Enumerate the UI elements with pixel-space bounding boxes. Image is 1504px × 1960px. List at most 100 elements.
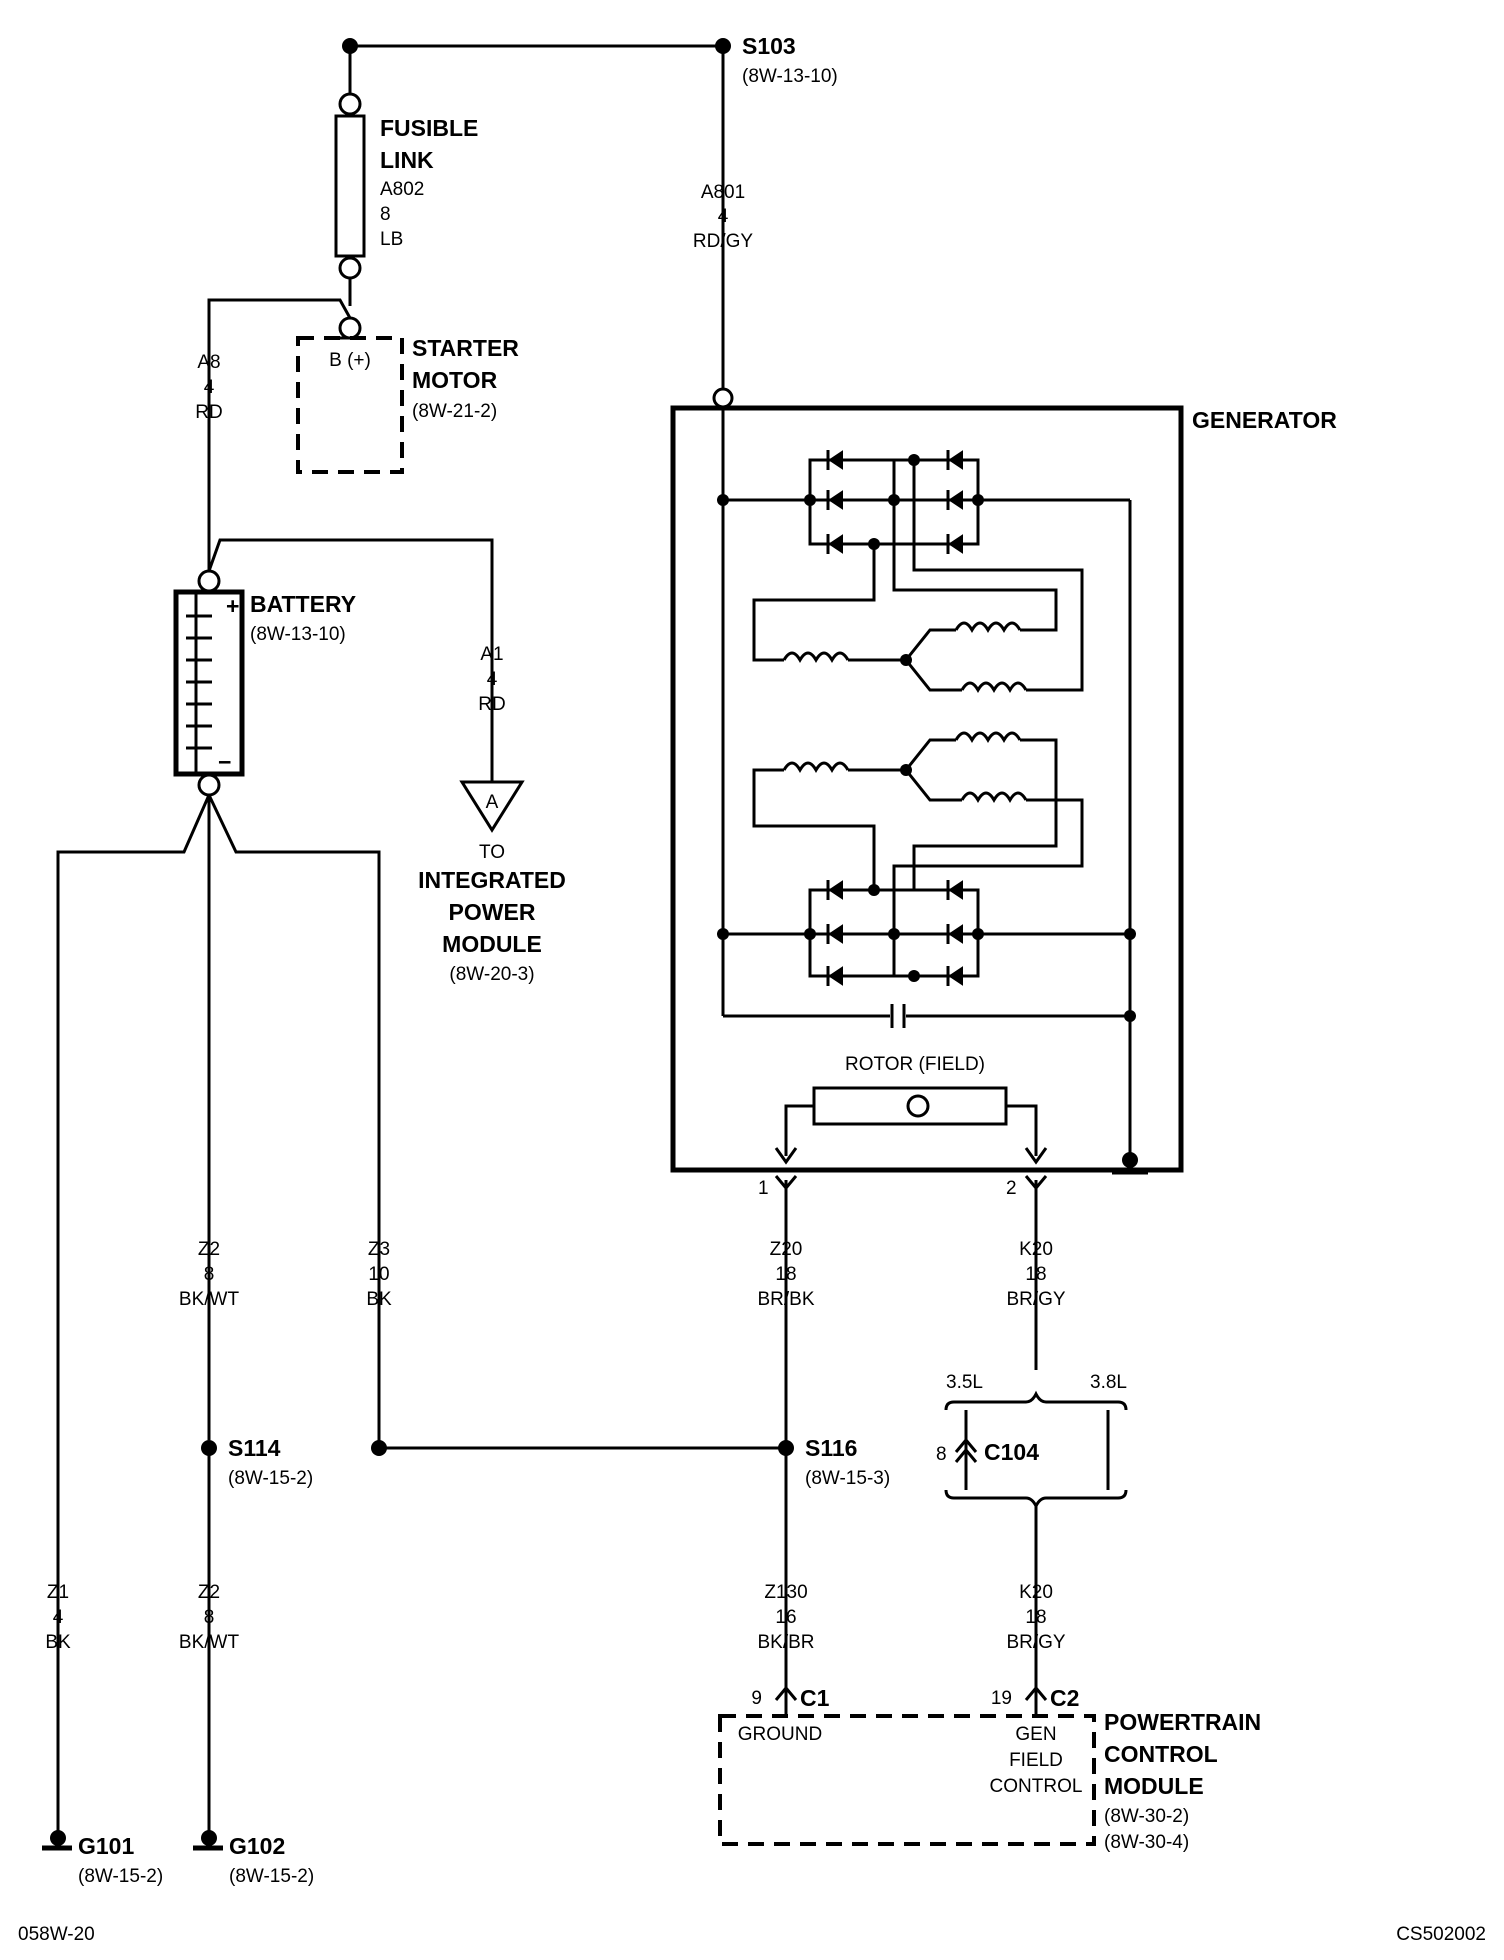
z2-bottom-color: BK/WT: [179, 1632, 240, 1653]
generator-internals: [717, 408, 1148, 1175]
pcm-c2-pin: 19: [991, 1688, 1012, 1709]
battery-plus: +: [226, 593, 239, 619]
c104-pin: 8: [936, 1444, 947, 1465]
s116-name: S116: [805, 1435, 857, 1461]
k20-top-gauge: 18: [1025, 1264, 1046, 1285]
starter-terminal: B (+): [329, 350, 371, 371]
pcm-ref1: (8W-30-2): [1104, 1806, 1189, 1827]
z2-top-color: BK/WT: [179, 1289, 240, 1310]
s116-ref: (8W-15-3): [805, 1468, 890, 1489]
k20-top-circuit: K20: [1019, 1239, 1053, 1260]
battery-minus: −: [218, 749, 231, 775]
fusible-link-circuit: A802: [380, 179, 424, 200]
generator-b-terminal: [712, 387, 734, 409]
z1-color: BK: [45, 1632, 71, 1653]
a1-wire: [207, 538, 494, 782]
c104-left-variant: 3.5L: [946, 1372, 983, 1393]
ipm-connector: A: [486, 792, 499, 813]
fusible-link-gauge: 8: [380, 204, 391, 225]
s103-ref: (8W-13-10): [742, 66, 838, 87]
starter-motor: [296, 336, 404, 474]
ipm-ref: (8W-20-3): [449, 964, 534, 985]
ipm-line4: MODULE: [442, 931, 542, 957]
g102-ref: (8W-15-2): [229, 1866, 314, 1887]
battery-ref: (8W-13-10): [250, 624, 346, 645]
ipm-line2: INTEGRATED: [418, 867, 566, 893]
generator-box: [670, 405, 1184, 1173]
pcm-c1-pin: 9: [751, 1688, 762, 1709]
z1-circuit: Z1: [47, 1582, 69, 1603]
a801-gauge: 4: [718, 206, 729, 227]
a801-color: RD/GY: [693, 231, 754, 252]
z3-gauge: 10: [368, 1264, 389, 1285]
pcm-c2: C2: [1050, 1685, 1079, 1711]
fusible-link-title2: LINK: [380, 147, 434, 173]
fusible-link-title1: FUSIBLE: [380, 115, 478, 141]
generator-pin2: 2: [1006, 1178, 1017, 1199]
z20-circuit: Z20: [770, 1239, 803, 1260]
a1-circuit: A1: [480, 644, 503, 665]
pcm-title1: POWERTRAIN: [1104, 1709, 1261, 1735]
z2-top-gauge: 8: [204, 1264, 215, 1285]
k20-bottom-gauge: 18: [1025, 1607, 1046, 1628]
generator-pin-connectors: [774, 1175, 1048, 1370]
starter-ref: (8W-21-2): [412, 401, 497, 422]
rotor-label: ROTOR (FIELD): [845, 1054, 985, 1075]
a1-gauge: 4: [487, 669, 498, 690]
footer-left: 058W-20: [18, 1924, 95, 1945]
starter-title1: STARTER: [412, 335, 519, 361]
z20-color: BR/BK: [757, 1289, 814, 1310]
pcm-c2-label3: CONTROL: [990, 1776, 1083, 1797]
z130-gauge: 16: [775, 1607, 796, 1628]
s103-name: S103: [742, 33, 796, 59]
g101-ground-symbol: [42, 1830, 72, 1851]
g102-name: G102: [229, 1833, 285, 1859]
k20-bottom-circuit: K20: [1019, 1582, 1053, 1603]
z2-bottom-gauge: 8: [204, 1607, 215, 1628]
ipm-line1: TO: [479, 842, 505, 863]
pcm-c1-label: GROUND: [738, 1724, 822, 1745]
z20-gauge: 18: [775, 1264, 796, 1285]
z3-color: BK: [366, 1289, 392, 1310]
a8-gauge: 4: [204, 377, 215, 398]
a8-circuit: A8: [197, 352, 220, 373]
pcm-c2-label2: FIELD: [1009, 1750, 1063, 1771]
k20-top-color: BR/GY: [1006, 1289, 1065, 1310]
g102-ground-symbol: [193, 1830, 223, 1851]
pcm-title2: CONTROL: [1104, 1741, 1218, 1767]
g101-name: G101: [78, 1833, 134, 1859]
a8-color: RD: [195, 402, 222, 423]
fusible-link-color: LB: [380, 229, 403, 250]
footer-right: CS502002: [1396, 1924, 1486, 1945]
fusible-link: [334, 46, 366, 340]
battery-title: BATTERY: [250, 591, 356, 617]
a801-circuit: A801: [701, 182, 745, 203]
pcm-c2-label1: GEN: [1015, 1724, 1056, 1745]
a8-wire: [207, 298, 352, 570]
starter-title2: MOTOR: [412, 367, 498, 393]
pcm-box: [718, 1714, 1096, 1846]
c104-name: C104: [984, 1439, 1039, 1465]
battery-ground-wires: [56, 794, 794, 1838]
a1-color: RD: [478, 694, 505, 715]
z2-bottom-circuit: Z2: [198, 1582, 220, 1603]
z3-circuit: Z3: [368, 1239, 390, 1260]
c104-right-variant: 3.8L: [1090, 1372, 1127, 1393]
z130-color: BK/BR: [757, 1632, 814, 1653]
s114-name: S114: [228, 1435, 281, 1461]
k20-bottom-color: BR/GY: [1006, 1632, 1065, 1653]
z130-circuit: Z130: [764, 1582, 807, 1603]
pcm-c1: C1: [800, 1685, 830, 1711]
top-bus: [342, 38, 731, 54]
g101-ref: (8W-15-2): [78, 1866, 163, 1887]
generator-pin1: 1: [758, 1178, 769, 1199]
pcm-title3: MODULE: [1104, 1773, 1204, 1799]
ipm-line3: POWER: [449, 899, 536, 925]
z1-gauge: 4: [53, 1607, 64, 1628]
ipm-connector-triangle: [459, 780, 525, 833]
pcm-ref2: (8W-30-4): [1104, 1832, 1189, 1853]
s114-ref: (8W-15-2): [228, 1468, 313, 1489]
pcm-connectors: [774, 1685, 1048, 1716]
c104-variant-bracket: [944, 1390, 1128, 1700]
